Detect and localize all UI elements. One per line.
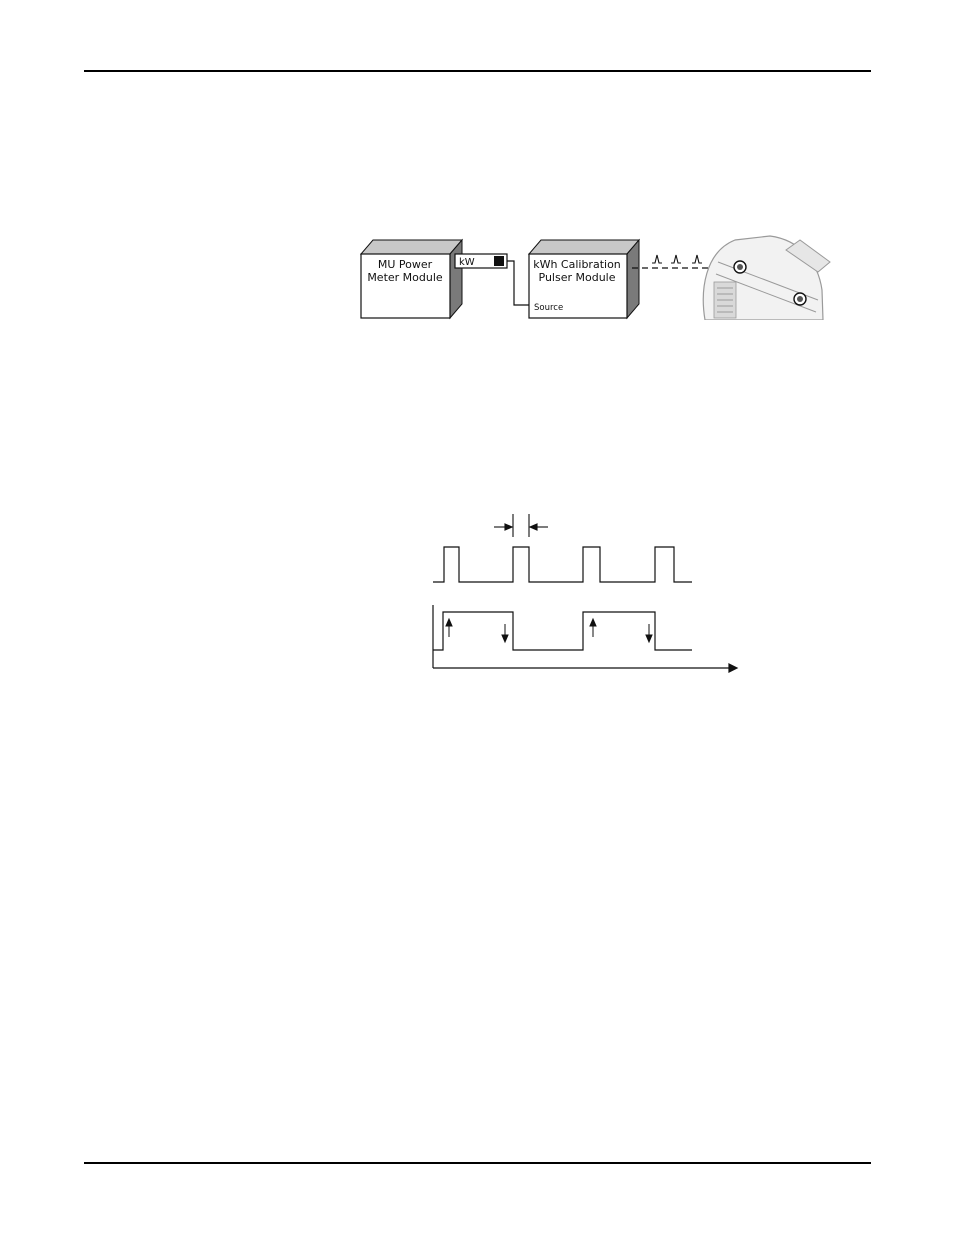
rising-edge-arrow-icon <box>590 619 596 637</box>
pulse-width-indicator <box>494 514 548 537</box>
rising-edge-arrow-icon <box>446 619 452 637</box>
falling-edge-arrow-icon <box>502 624 508 642</box>
time-axis <box>433 605 737 672</box>
falling-edge-arrow-icon <box>646 624 652 642</box>
pulse-train-waveform <box>433 547 692 582</box>
toggle-output-waveform <box>433 612 692 650</box>
